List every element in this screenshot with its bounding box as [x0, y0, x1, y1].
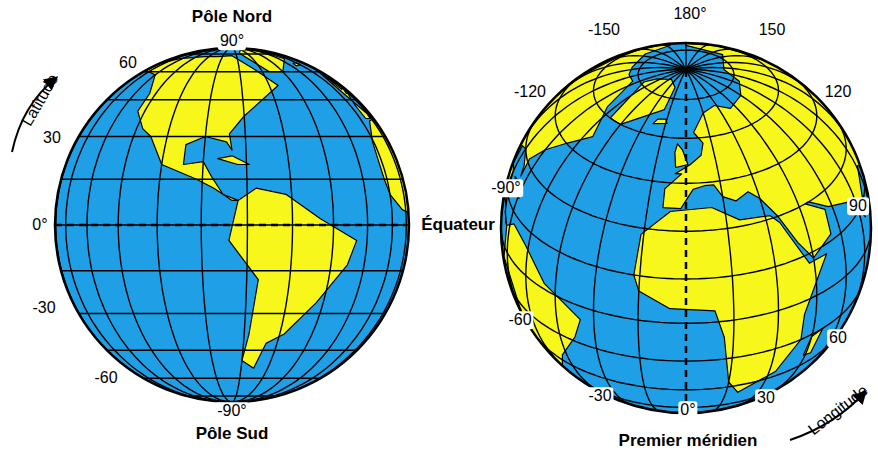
latitude-value: -60 [94, 369, 117, 387]
grid-line [686, 69, 865, 310]
grid-line [685, 43, 686, 69]
latitude-value: -30 [32, 299, 55, 317]
longitude-value: 0° [678, 401, 697, 419]
grid-line [501, 69, 686, 228]
grid-line [686, 69, 846, 363]
globe-outline [55, 48, 409, 402]
latitude-value: 60 [119, 54, 137, 72]
grid-line [686, 69, 871, 228]
longitude-value: 90 [847, 197, 869, 215]
grid-line [107, 350, 357, 351]
equator-label: Équateur [419, 216, 497, 235]
longitude-value: -90° [489, 179, 523, 197]
longitude-value: -60 [506, 311, 533, 329]
grid-line [526, 69, 686, 363]
grid-line [144, 378, 321, 379]
longitude-value: 180° [673, 5, 706, 23]
latitude-value: 0° [32, 216, 47, 234]
grid-line [686, 49, 738, 69]
axis-title: Longitude [805, 381, 871, 438]
longitude-value: 120 [825, 83, 852, 101]
landmass [218, 156, 250, 165]
ocean [55, 48, 409, 402]
grid-line [66, 48, 232, 402]
grid-line [686, 69, 817, 391]
landmass [653, 119, 667, 124]
grid-line [79, 136, 386, 137]
latitude-value: 30 [43, 129, 61, 147]
equator-line [55, 224, 405, 227]
longitude-value: 30 [755, 389, 777, 407]
meridian-label: Premier méridien [619, 432, 758, 451]
pole-label: Pôle Sud [196, 425, 269, 444]
longitude-value: -150 [588, 21, 620, 39]
grid-line [107, 99, 357, 100]
grid-line [555, 69, 686, 391]
longitude-value: 150 [759, 21, 786, 39]
grid-line [61, 178, 403, 179]
grid-line [144, 71, 321, 72]
grid-line [79, 313, 386, 314]
latitude-value: 90° [218, 32, 246, 50]
grid-line [686, 69, 779, 404]
latitude-value: -90° [215, 402, 249, 420]
globe-outline [501, 43, 871, 413]
grid-line [638, 69, 686, 411]
axis-title: Latitude [18, 71, 62, 129]
grid-line [686, 45, 710, 70]
longitude-value: -30 [586, 387, 613, 405]
prime-meridian-line [685, 69, 688, 413]
longitude-value: -120 [514, 83, 546, 101]
grid-line [55, 224, 409, 225]
longitude-value: 60 [827, 329, 849, 347]
grid-line [61, 270, 403, 271]
grid-line [507, 69, 686, 310]
pole-label: Pôle Nord [192, 8, 272, 27]
